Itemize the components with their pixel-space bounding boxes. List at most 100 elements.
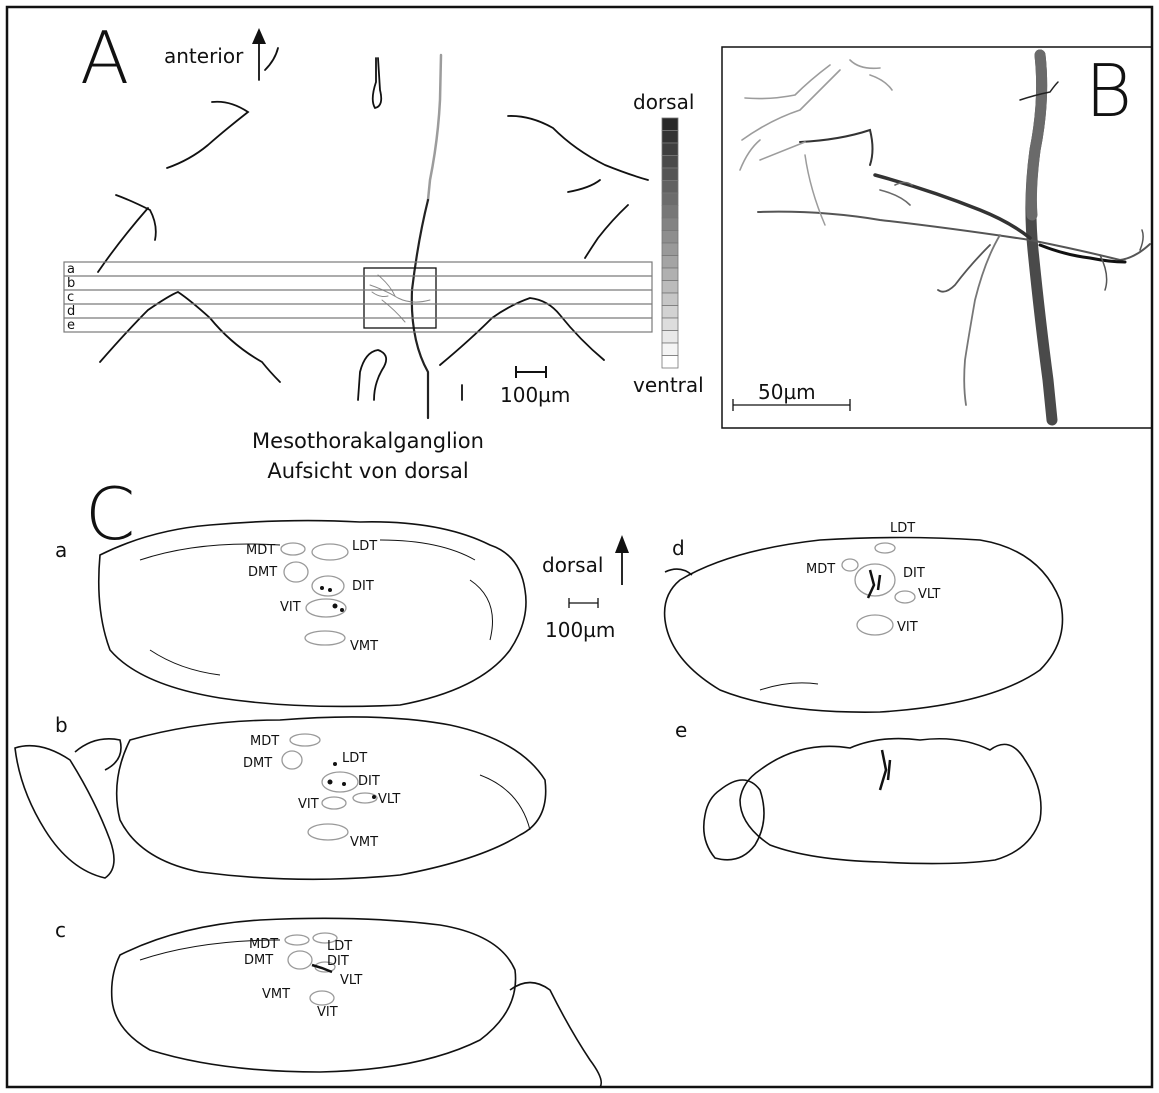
tract-label: DMT — [243, 757, 272, 770]
panel-a-neuron — [364, 55, 441, 418]
tract-dmt — [288, 951, 312, 969]
neurite-light — [742, 65, 840, 160]
section-c-outline — [112, 918, 516, 1072]
tract-dmt — [282, 751, 302, 769]
tract-label: VMT — [350, 836, 378, 849]
section-a-label: a — [55, 540, 67, 560]
anterior-label: anterior — [164, 46, 243, 66]
tract-label: MDT — [250, 735, 279, 748]
tract-label: VIT — [280, 601, 301, 614]
section-c-drawing — [112, 918, 602, 1087]
section-b-lobe — [15, 746, 114, 878]
panel-c-letter: C — [85, 478, 135, 550]
section-e-label: e — [675, 720, 687, 740]
ganglion-outline — [585, 205, 628, 258]
stain-dot — [340, 608, 344, 612]
tract-label: DIT — [358, 775, 380, 788]
ganglion-outline — [100, 292, 280, 382]
tract-label: MDT — [249, 938, 278, 951]
section-c-lobe — [510, 983, 601, 1088]
stain-dot — [372, 795, 376, 799]
section-d-inner — [665, 569, 692, 575]
dorsal-arrow — [615, 535, 629, 585]
figure-border — [7, 7, 1152, 1087]
section-e-outline — [740, 739, 1041, 864]
panel-c-scale-label: 100µm — [545, 620, 615, 640]
depth-gradient-step — [662, 281, 678, 294]
tract-mdt — [285, 935, 309, 945]
section-row-label: e — [67, 319, 75, 332]
panel-c-scale-bar — [569, 598, 598, 608]
tract-label: VMT — [262, 988, 290, 1001]
section-b-drawing — [15, 717, 546, 879]
tract-label: LDT — [352, 540, 377, 553]
tract-mdt — [281, 543, 305, 555]
section-row-label: c — [67, 291, 74, 304]
depth-gradient-step — [662, 293, 678, 306]
section-a-inner — [140, 540, 493, 675]
section-c-label: c — [55, 920, 66, 940]
axon-ventral-segment — [412, 200, 428, 418]
ganglion-outline — [358, 350, 386, 400]
tract-label: VIT — [897, 621, 918, 634]
tract-dit — [322, 772, 358, 792]
tract-vit — [322, 797, 346, 809]
tract-ldt — [312, 544, 348, 560]
depth-gradient-step — [662, 206, 678, 219]
tract-label: VIT — [317, 1006, 338, 1019]
dorsal-label: dorsal — [542, 555, 603, 575]
tract-label: VMT — [350, 640, 378, 653]
ganglion-outline — [568, 180, 600, 192]
tract-dit — [855, 564, 895, 596]
stain-dot — [328, 780, 333, 785]
section-a-drawing — [99, 521, 526, 707]
neurite-light — [805, 155, 825, 225]
section-row-label: b — [67, 277, 75, 290]
panel-a-scale-bar — [516, 366, 546, 378]
depth-gradient-step — [662, 343, 678, 356]
stain-dot — [333, 762, 337, 766]
tract-label: LDT — [327, 940, 352, 953]
neurite — [800, 130, 873, 165]
axon-dorsal-segment — [428, 55, 441, 200]
tract-label: VLT — [378, 793, 400, 806]
depth-gradient-step — [662, 356, 678, 369]
tract-vit — [306, 599, 346, 617]
tract-mdt — [842, 559, 858, 571]
tract-dit — [312, 576, 344, 596]
tract-label: VLT — [340, 974, 362, 987]
tract-label: DIT — [352, 580, 374, 593]
tract-label: DIT — [327, 955, 349, 968]
depth-gradient-step — [662, 168, 678, 181]
section-box — [64, 262, 652, 332]
ganglion-outline — [265, 48, 278, 70]
panel-b-scale-label: 50µm — [758, 382, 816, 402]
section-row-label: a — [67, 263, 75, 276]
tract-vlt — [895, 591, 915, 603]
tract-label: DIT — [903, 567, 925, 580]
depth-gradient-step — [662, 256, 678, 269]
depth-gradient-step — [662, 118, 678, 131]
section-row-label: d — [67, 305, 75, 318]
depth-gradient-step — [662, 156, 678, 169]
section-d-drawing — [665, 538, 1063, 713]
ganglion-outline — [116, 195, 156, 240]
section-b-label: b — [55, 715, 68, 735]
caption-line-1: Mesothorakalganglion — [188, 426, 548, 456]
stain-dot — [342, 782, 346, 786]
section-a-tracts — [281, 543, 348, 645]
dorsal-arrowhead — [615, 535, 629, 553]
neuron-arbor — [370, 275, 430, 322]
depth-top-label: dorsal — [633, 92, 694, 112]
inset-box-b — [364, 268, 436, 328]
section-d-label: d — [672, 538, 685, 558]
section-a-outline — [99, 521, 526, 707]
neurite — [1040, 245, 1125, 262]
panel-a-drawing — [98, 28, 648, 400]
section-d-outline — [665, 538, 1063, 713]
depth-gradient-step — [662, 243, 678, 256]
stain-dot — [328, 588, 332, 592]
neurite — [758, 212, 1150, 260]
ganglion-outline — [508, 116, 648, 180]
